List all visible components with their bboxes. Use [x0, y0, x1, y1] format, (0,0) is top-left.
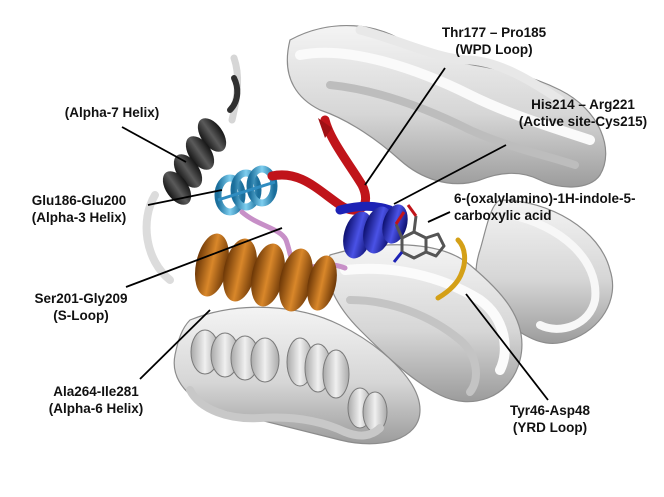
yrd-loop [435, 237, 468, 301]
pointer-ligand [427, 211, 451, 223]
label-alpha3-helix: Glu186-Glu200 (Alpha-3 Helix) [12, 192, 146, 226]
label-alpha6-line2: (Alpha-6 Helix) [48, 401, 144, 416]
label-alpha7-helix: (Alpha-7 Helix) [52, 104, 172, 121]
pointer-wpd [364, 67, 446, 186]
pointer-yrd [465, 293, 549, 401]
label-active-line1: His214 – Arg221 [531, 97, 635, 112]
beta-strand-1 [295, 47, 595, 145]
label-wpd-line1: Thr177 – Pro185 [441, 25, 547, 40]
pointer-sloop [125, 227, 283, 288]
label-wpd-loop: Thr177 – Pro185 (WPD Loop) [410, 24, 578, 58]
label-yrd-loop: Tyr46-Asp48 (YRD Loop) [496, 402, 604, 436]
alpha7-helix [162, 75, 241, 205]
grey-helix-bottom-left [190, 329, 280, 383]
label-yrd-line1: Tyr46-Asp48 [509, 403, 591, 418]
label-alpha3-line1: Glu186-Glu200 [31, 193, 127, 208]
label-ligand-line2: carboxylic acid [454, 208, 552, 223]
beta-strand-2 [326, 81, 579, 169]
label-alpha3-line2: (Alpha-3 Helix) [31, 210, 127, 225]
right-loop-strand [506, 211, 600, 333]
pointer-alpha6 [139, 309, 211, 380]
label-alpha6-helix: Ala264-Ile281 (Alpha-6 Helix) [34, 383, 158, 417]
ligand-molecule [392, 204, 446, 263]
label-sloop-line2: (S-Loop) [53, 308, 109, 323]
label-active-site: His214 – Arg221 (Active site-Cys215) [508, 96, 658, 130]
wpd-loop-tip [318, 118, 332, 138]
pointer-lines [121, 67, 549, 401]
grey-helix-bottom-mid [286, 337, 350, 399]
wpd-loop [267, 115, 371, 215]
label-alpha6-line1: Ala264-Ile281 [53, 384, 139, 399]
label-wpd-line2: (WPD Loop) [455, 42, 533, 57]
alpha6-helix [194, 233, 337, 312]
grey-helix-bottom-right [347, 387, 388, 433]
label-ligand-line1: 6-(oxalylamino)-1H-indole-5- [454, 191, 636, 206]
beta-strand-3 [355, 25, 565, 105]
label-alpha7-line1: (Alpha-7 Helix) [64, 105, 160, 120]
active-site-loop [335, 201, 408, 259]
alpha3-helix [214, 165, 278, 216]
bottom-loop [186, 386, 384, 440]
pointer-alpha3 [147, 189, 223, 206]
central-strand-2 [346, 296, 480, 396]
label-yrd-line2: (YRD Loop) [512, 420, 588, 435]
label-sloop-line1: Ser201-Gly209 [34, 291, 128, 306]
central-strand-1 [340, 263, 510, 375]
label-s-loop: Ser201-Gly209 (S-Loop) [26, 290, 136, 324]
left-loop [142, 191, 174, 284]
label-ligand: 6-(oxalylamino)-1H-indole-5- carboxylic … [454, 190, 654, 224]
label-active-line2: (Active site-Cys215) [518, 114, 648, 129]
pointer-alpha7 [121, 126, 187, 163]
pointer-active [393, 144, 507, 205]
